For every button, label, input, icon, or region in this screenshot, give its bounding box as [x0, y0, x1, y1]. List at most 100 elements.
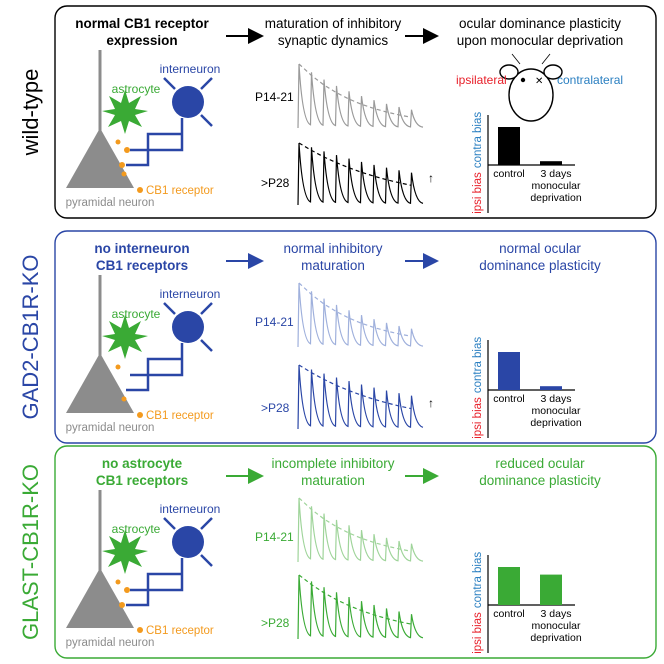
cb1-receptor-dot	[124, 147, 130, 153]
astrocyte-icon	[102, 90, 148, 134]
interneuron-dendrite	[200, 302, 213, 315]
interneuron-dendrite	[200, 517, 213, 530]
astrocyte-icon	[102, 530, 148, 574]
tick-label-control: control	[493, 393, 525, 405]
panel-frame	[54, 230, 657, 444]
header-3-line-2: dominance plasticity	[479, 258, 601, 273]
interneuron-label: interneuron	[160, 62, 221, 76]
synaptic-trace	[297, 497, 424, 563]
contralateral-label: contralateral	[557, 73, 623, 87]
panel-frame	[54, 445, 657, 659]
header-2-line-2: synaptic dynamics	[278, 33, 389, 48]
header-3-line-2: upon monocular deprivation	[457, 33, 624, 48]
ipsi-bias-label: ipsi bias	[472, 172, 484, 214]
contra-bias-label: contra bias	[472, 112, 484, 169]
cell-diagram: pyramidal neuron astrocyte interneuron C…	[66, 275, 221, 434]
header-3-line-1: normal ocular	[499, 241, 581, 256]
interneuron-dendrite	[200, 114, 213, 127]
bar-monocular-deprivation	[540, 386, 562, 390]
pyramidal-neuron-icon	[66, 353, 134, 413]
tick-label-monocular-deprivation: 3 days	[541, 608, 572, 620]
bar-control	[498, 352, 520, 390]
cell-diagram: pyramidal neuron astrocyte interneuron C…	[66, 50, 221, 209]
p14-label: P14-21	[255, 315, 294, 329]
cb1-legend-dot	[137, 412, 143, 418]
tick-label-monocular-deprivation: monocular	[531, 620, 581, 632]
cb1-label: CB1 receptor	[146, 185, 214, 197]
interneuron-dendrite	[163, 302, 176, 315]
side-label: wild-type	[18, 69, 43, 157]
astrocyte-icon	[102, 315, 148, 359]
synaptic-trace	[297, 63, 424, 129]
depression-envelope	[298, 142, 412, 186]
panel-wild-type: wild-type normal CB1 receptor expression…	[18, 5, 657, 219]
tick-label-monocular-deprivation: deprivation	[530, 417, 582, 429]
synaptic-trace	[297, 142, 424, 206]
header-1-line-1: normal CB1 receptor	[75, 16, 209, 31]
depression-envelope	[298, 63, 412, 118]
bar-control	[498, 567, 520, 605]
panel-gad2-cb1r-ko: GAD2-CB1R-KO no interneuron CB1 receptor…	[18, 230, 657, 444]
depression-envelope	[298, 497, 412, 552]
cell-diagram: pyramidal neuron astrocyte interneuron C…	[66, 490, 221, 649]
header-2-line-1: incomplete inhibitory	[271, 456, 394, 471]
synaptic-trace	[297, 364, 424, 430]
panel-frame	[54, 5, 657, 219]
tick-label-control: control	[493, 168, 525, 180]
cb1-receptor-dot	[119, 602, 125, 608]
cb1-receptor-dot	[124, 587, 130, 593]
tick-label-monocular-deprivation: 3 days	[541, 168, 572, 180]
tick-label-monocular-deprivation: deprivation	[530, 192, 582, 204]
p28-label: >P28	[261, 616, 290, 630]
header-1-line-1: no astrocyte	[102, 456, 183, 471]
increase-arrow-icon: ↑	[428, 396, 434, 410]
pyramidal-label: pyramidal neuron	[66, 637, 155, 649]
increase-arrow-icon: ↑	[428, 171, 434, 185]
trace-p14	[297, 282, 424, 348]
p28-label: >P28	[261, 401, 290, 415]
depression-envelope	[298, 364, 412, 410]
side-label: GLAST-CB1R-KO	[18, 464, 43, 640]
bar-monocular-deprivation	[540, 161, 562, 165]
pyramidal-label: pyramidal neuron	[66, 422, 155, 434]
side-label: GAD2-CB1R-KO	[18, 254, 43, 419]
synaptic-trace	[297, 574, 424, 640]
bar-monocular-deprivation	[540, 574, 562, 605]
trace-p28	[297, 574, 424, 640]
header-3-line-1: ocular dominance plasticity	[459, 16, 621, 31]
cb1-legend-dot	[137, 187, 143, 193]
tick-label-monocular-deprivation: 3 days	[541, 393, 572, 405]
interneuron-label: interneuron	[160, 502, 221, 516]
header-1-line-2: CB1 receptors	[96, 258, 188, 273]
p14-label: P14-21	[255, 530, 294, 544]
tick-label-monocular-deprivation: monocular	[531, 180, 581, 192]
p28-label: >P28	[261, 176, 290, 190]
tick-label-monocular-deprivation: deprivation	[530, 632, 582, 644]
interneuron-icon	[172, 526, 204, 558]
interneuron-axon	[126, 357, 182, 392]
depression-envelope	[298, 574, 412, 625]
header-1-line-1: no interneuron	[94, 241, 189, 256]
p14-label: P14-21	[255, 90, 294, 104]
header-2-line-2: maturation	[301, 473, 365, 488]
interneuron-label: interneuron	[160, 287, 221, 301]
trace-p14	[297, 63, 424, 129]
od-bar-chart: contra bias ipsi bias control 3 daysmonocul…	[472, 112, 582, 214]
interneuron-icon	[172, 311, 204, 343]
cb1-receptor-dot	[121, 396, 127, 402]
trace-p28	[297, 142, 424, 206]
interneuron-dendrite	[163, 517, 176, 530]
header-3-line-1: reduced ocular	[495, 456, 585, 471]
interneuron-dendrite	[200, 554, 213, 567]
depression-envelope	[298, 282, 412, 337]
cb1-label: CB1 receptor	[146, 625, 214, 637]
header-2-line-2: maturation	[301, 258, 365, 273]
interneuron-axon	[126, 132, 182, 167]
tick-label-control: control	[493, 608, 525, 620]
cb1-receptor-dot	[115, 364, 121, 370]
header-1-line-2: expression	[106, 33, 177, 48]
pyramidal-neuron-icon	[66, 128, 134, 188]
cb1-receptor-dot	[115, 139, 121, 145]
